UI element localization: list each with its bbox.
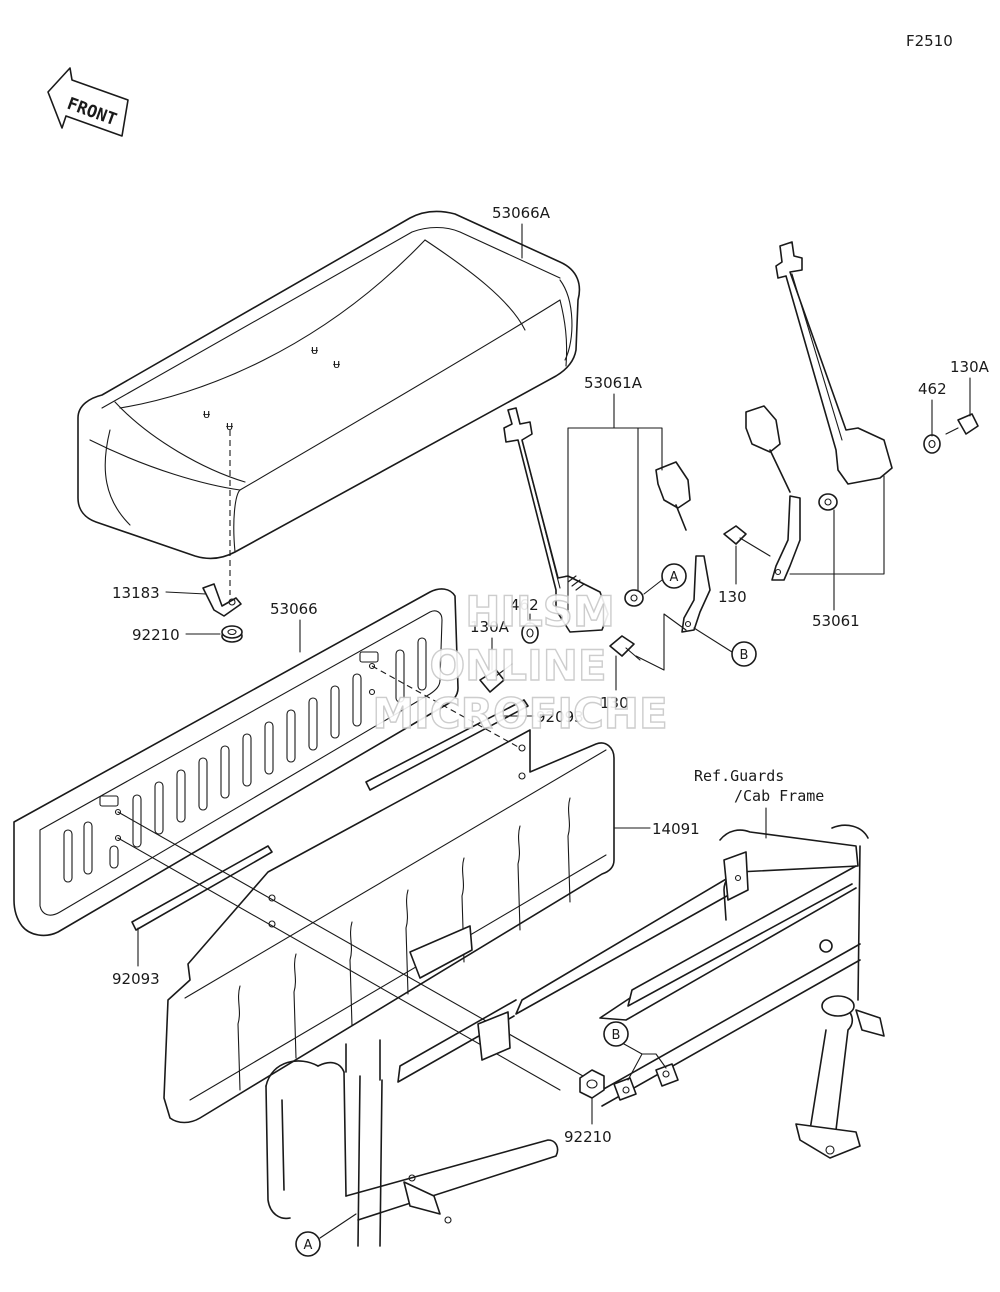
callout-a-upper-leader [643,579,663,595]
mount-line-1 [117,811,591,1081]
label-462-mid: 462 [510,596,539,614]
bolt-130-right [723,525,771,557]
washer-53061 [818,493,838,511]
callout-a-lower-leader [319,1213,357,1239]
watermark-line3: MICROFICHE [372,689,667,738]
bolt-130A-right [945,413,979,435]
seat-back-studs [114,662,376,842]
label-130-mid: 130 [600,694,629,712]
label-92210-left: 92210 [132,626,180,644]
label-53061A: 53061A [584,374,643,392]
watermark: HILSM ONLINE MICROFICHE [372,586,669,738]
seat-mount-stud: ᵾ ᵾ ᵾ ᵾ [203,343,340,434]
label-92093-left: 92093 [112,970,160,988]
label-92093-top: 92093 [536,708,584,726]
nut-92210-left [221,625,243,643]
svg-text:B: B [740,648,749,663]
mount-line-3 [371,665,521,749]
bracket-53061 [789,475,885,575]
seat-back-panel [163,729,615,1124]
callout-b-lower-leader-2 [627,1053,643,1081]
label-14091: 14091 [652,820,700,838]
callout-b-upper: B [731,641,757,667]
leader-13183 [165,591,207,595]
strip-92093-upper [365,699,529,791]
svg-text:ᵾ: ᵾ [226,419,233,434]
nut-92210-bottom [579,1069,605,1099]
label-53066: 53066 [270,600,318,618]
label-13183: 13183 [112,584,160,602]
washer-462-right [923,434,941,454]
ref-note-line2: /Cab Frame [734,787,824,805]
bracket-53061A [567,427,663,623]
label-53061: 53061 [812,612,860,630]
seat-belt-53061 [745,241,893,581]
label-130-right: 130 [718,588,747,606]
bolt-130-mid [609,635,641,661]
bolt-130-mid-leader [635,613,687,671]
callout-b-upper-leader [693,627,733,653]
callout-b-lower-leader [623,1043,667,1069]
callout-b-lower: B [603,1021,629,1047]
label-130A-right: 130A [950,358,990,376]
seat-cushion: ᵾ ᵾ ᵾ ᵾ [77,210,581,560]
label-53066A: 53066A [492,204,551,222]
bolt-130A-mid [479,663,513,693]
label-462-right: 462 [918,380,947,398]
clip-13183 [202,583,242,617]
svg-text:ᵾ: ᵾ [203,407,210,422]
seat-belt-53061A [503,407,711,633]
cab-frame [265,824,885,1247]
washer-462-mid [521,622,539,644]
svg-text:B: B [612,1028,621,1043]
svg-text:ᵾ: ᵾ [333,357,340,372]
front-arrow-icon: FRONT [47,67,129,137]
svg-text:A: A [304,1238,313,1253]
figure-code: F2510 [906,32,953,50]
callout-a-lower: A [295,1231,321,1257]
watermark-line1: HILSM [465,587,615,636]
ref-note-line1: Ref.Guards [694,767,784,785]
callout-a-upper: A [661,563,687,589]
label-130A-mid: 130A [470,618,510,636]
svg-text:ᵾ: ᵾ [311,343,318,358]
seat-back-vent-slots [63,637,427,883]
label-92210-bottom: 92210 [564,1128,612,1146]
svg-text:A: A [670,570,679,585]
seat-back-panel-ribs [237,797,571,1091]
watermark-line2: ONLINE [429,641,606,690]
washer-53061A [624,589,644,607]
